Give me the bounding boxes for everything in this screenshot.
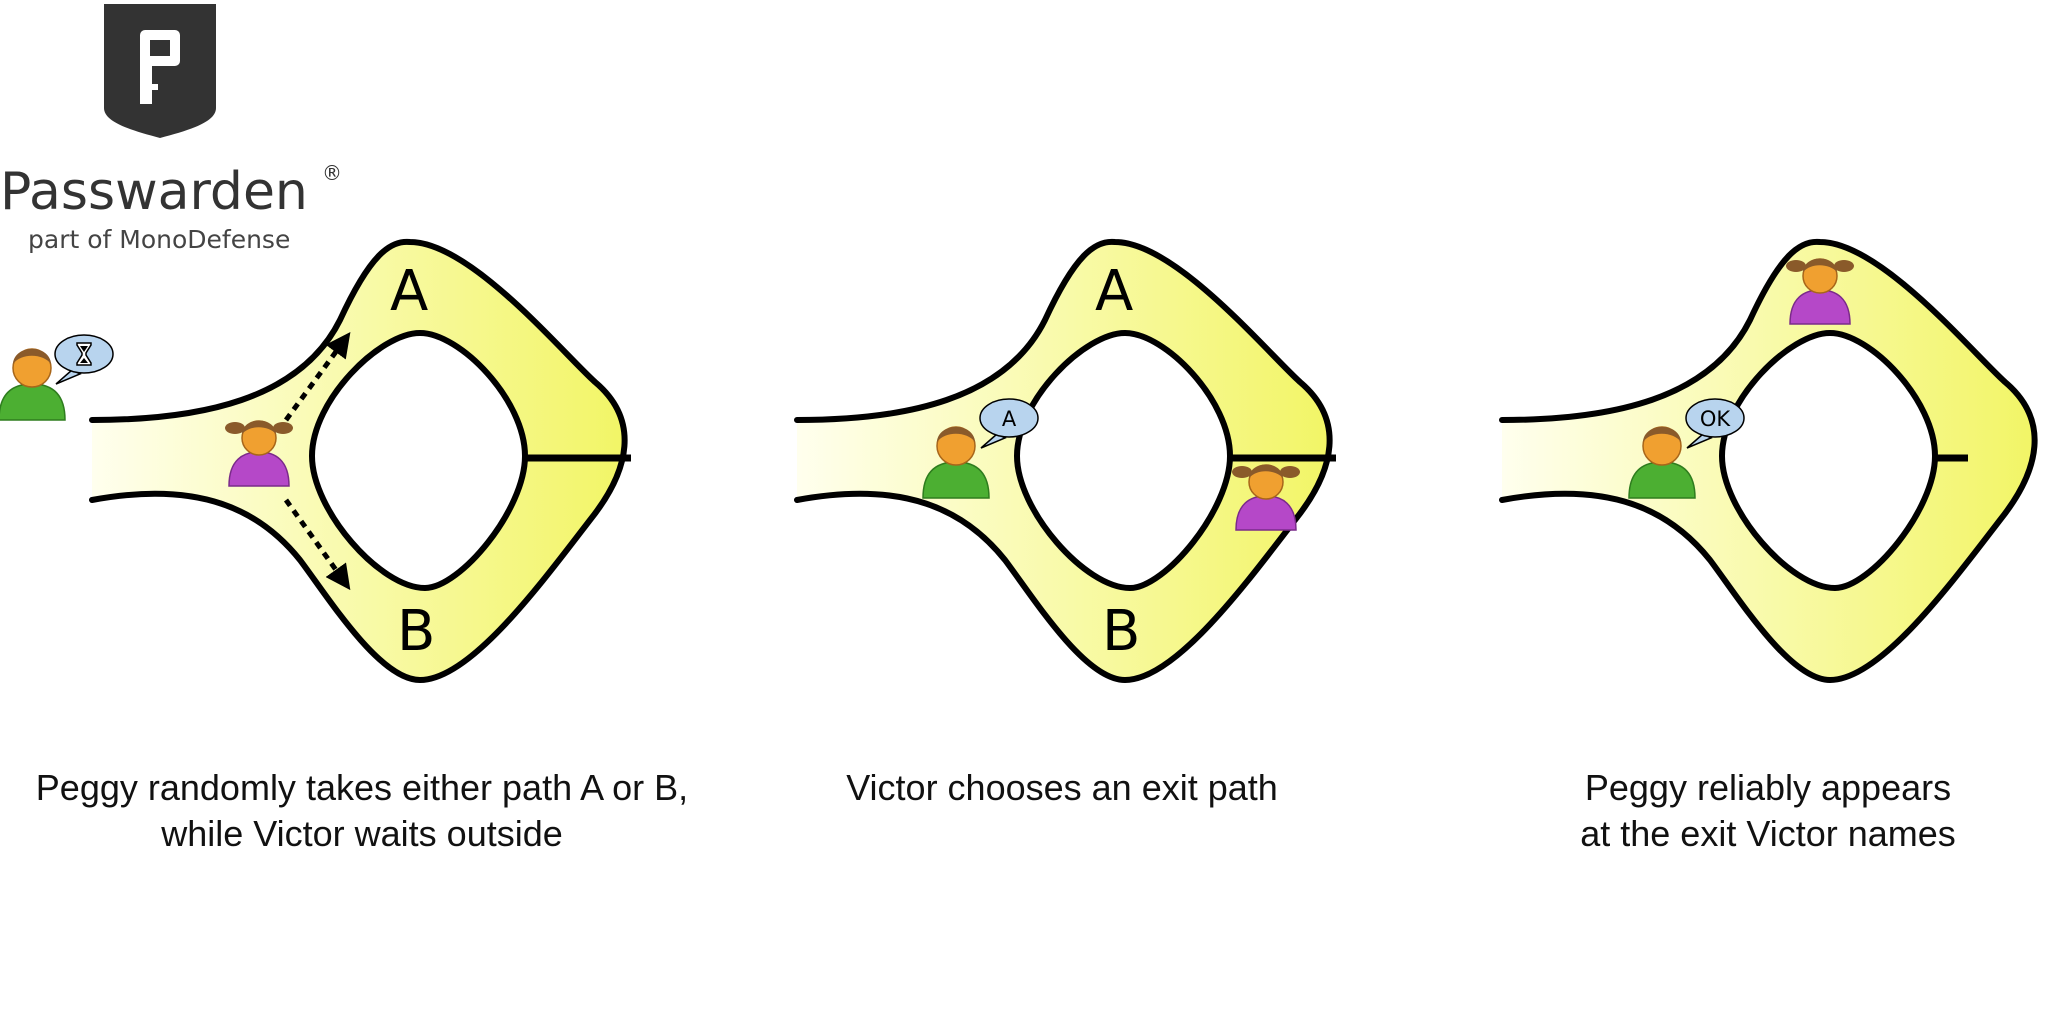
brand-logo: Passwarden ® part of MonoDefense [0,4,342,254]
brand-tagline: part of MonoDefense [28,225,290,254]
caption-2-line-1: Victor chooses an exit path [846,767,1278,808]
victor-bubble-text: OK [1700,407,1732,431]
panel-1: A B Peggy randomly takes either path A o… [0,242,688,854]
brand-registered-mark: ® [322,161,342,185]
caption-1-line-1: Peggy randomly takes either path A or B, [36,767,688,808]
shield-key-icon [104,4,216,138]
victor-figure [0,349,65,420]
victor-bubble-text: A [1002,407,1017,431]
victor-bubble [55,335,113,384]
path-label-b: B [397,599,435,664]
caption-1-line-2: while Victor waits outside [160,813,563,854]
path-label-a: A [1095,259,1133,324]
brand-name: Passwarden [0,162,308,222]
caption-3-line-2: at the exit Victor names [1580,813,1956,854]
panel-3: OK Peggy reliably appears at the exit Vi… [1502,242,2035,854]
path-label-b: B [1102,599,1140,664]
path-label-a: A [390,259,428,324]
panel-2: A B A Victor chooses an exit path [797,242,1336,808]
caption-3-line-1: Peggy reliably appears [1585,767,1951,808]
